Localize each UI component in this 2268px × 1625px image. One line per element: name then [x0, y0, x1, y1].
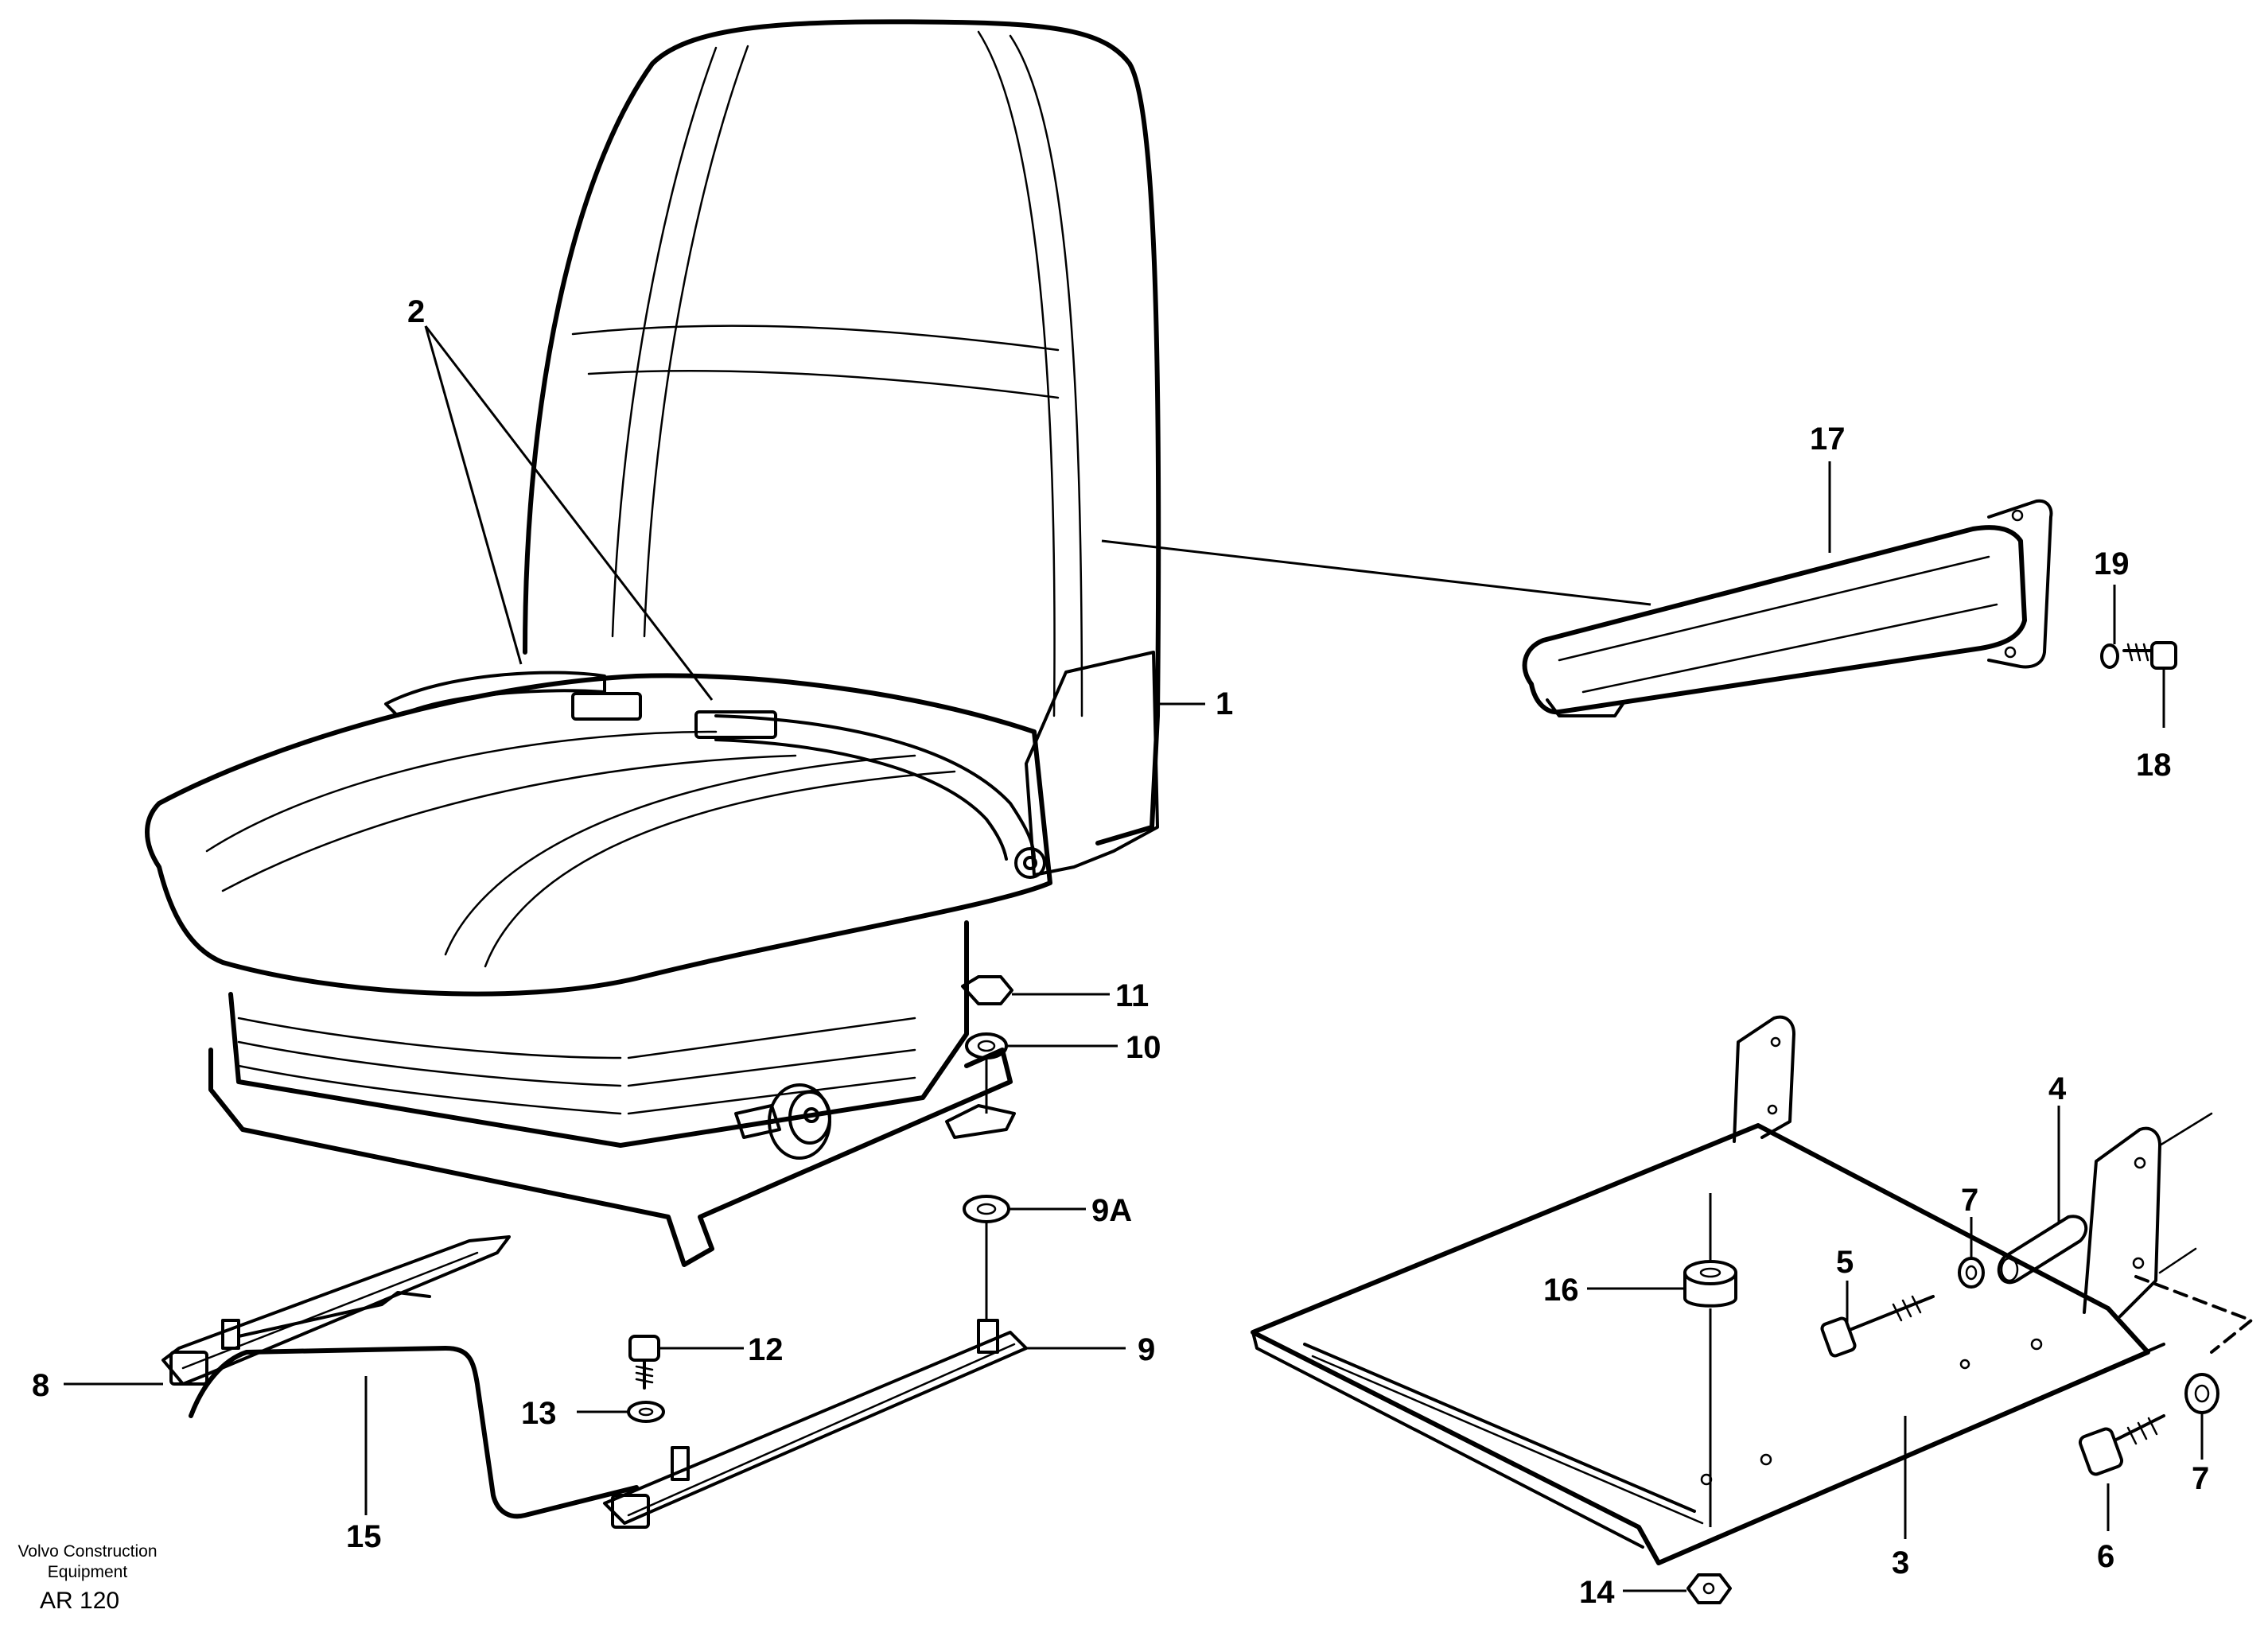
left-rail	[161, 1235, 511, 1386]
console-flange-right	[2083, 1126, 2161, 1318]
callout-11: 11	[1115, 978, 1149, 1013]
callout-13: 13	[521, 1396, 557, 1431]
armrest	[1522, 525, 2027, 715]
washer-19	[2100, 643, 2119, 669]
leader-lines	[64, 325, 2204, 1592]
seat-base-plate	[208, 1048, 1013, 1267]
caption-company: Volvo Construction	[18, 1542, 157, 1561]
callout-10: 10	[1126, 1030, 1161, 1065]
seat-side-bolster	[1025, 651, 1159, 877]
seat-console	[1251, 1015, 2253, 1565]
callout-18: 18	[2136, 748, 2172, 783]
bolt-5	[1820, 1295, 1935, 1358]
callout-1: 1	[1216, 686, 1233, 721]
console-plate	[1251, 1123, 2150, 1565]
callout-8: 8	[32, 1368, 49, 1403]
washer-7-lower	[2184, 1373, 2219, 1414]
callout-16: 16	[1543, 1273, 1579, 1308]
callout-12: 12	[748, 1332, 784, 1367]
bushing-4	[1997, 1215, 2088, 1285]
callout-7-upper: 7	[1961, 1183, 1978, 1218]
screw-12	[628, 1335, 660, 1390]
console-flange-left	[1733, 1015, 1795, 1143]
belt-buckle	[571, 692, 642, 721]
callout-9a: 9A	[1091, 1193, 1132, 1228]
callout-9: 9	[1138, 1332, 1155, 1367]
right-rail	[603, 1331, 1028, 1525]
washer-7-upper	[1958, 1257, 1985, 1289]
belt-anchor	[1014, 847, 1046, 879]
armrest-mount-plate	[1987, 499, 2053, 669]
nut-11	[961, 975, 1013, 1005]
callout-6: 6	[2097, 1539, 2114, 1574]
rubber-damper-16	[1683, 1260, 1737, 1308]
bolt-6	[2078, 1414, 2165, 1476]
seat-cushion	[145, 673, 1052, 997]
callout-5: 5	[1836, 1245, 1854, 1280]
fasteners-center	[627, 975, 1013, 1423]
callout-15: 15	[346, 1519, 382, 1554]
seat-suspension-bellows	[228, 920, 969, 1148]
rail-stud-1	[221, 1319, 240, 1350]
seat-assembly	[145, 19, 1161, 1267]
rail-stud-2	[671, 1446, 690, 1481]
callout-14: 14	[1579, 1575, 1615, 1610]
screw-18	[2122, 641, 2177, 670]
caption-block: Volvo Construction Equipment AR 120	[18, 1542, 157, 1614]
callout-3: 3	[1892, 1545, 1909, 1580]
rail-stud-3	[977, 1319, 999, 1354]
caption-reference: AR 120	[40, 1588, 119, 1614]
armrest-assembly	[1522, 499, 2177, 717]
seat-backrest	[523, 19, 1161, 846]
callout-17: 17	[1810, 422, 1846, 457]
callout-2: 2	[407, 294, 425, 329]
slide-rails	[161, 1104, 1028, 1529]
callout-4: 4	[2048, 1071, 2067, 1106]
callout-labels: 1 2 3 4 5 6 7 7 8 9 9A 10 11 12 13 14 15…	[32, 294, 2209, 1610]
nut-14	[1686, 1573, 1732, 1604]
caption-company-line2: Equipment	[48, 1563, 128, 1581]
washer-10	[965, 1032, 1008, 1059]
washer-13	[627, 1401, 665, 1423]
adjustment-bar	[189, 1346, 639, 1519]
washer-9a	[963, 1195, 1010, 1223]
adjustment-knob	[734, 1083, 831, 1160]
belt-tongue	[694, 710, 777, 739]
callout-19: 19	[2094, 546, 2130, 581]
callout-7-lower: 7	[2192, 1461, 2209, 1496]
